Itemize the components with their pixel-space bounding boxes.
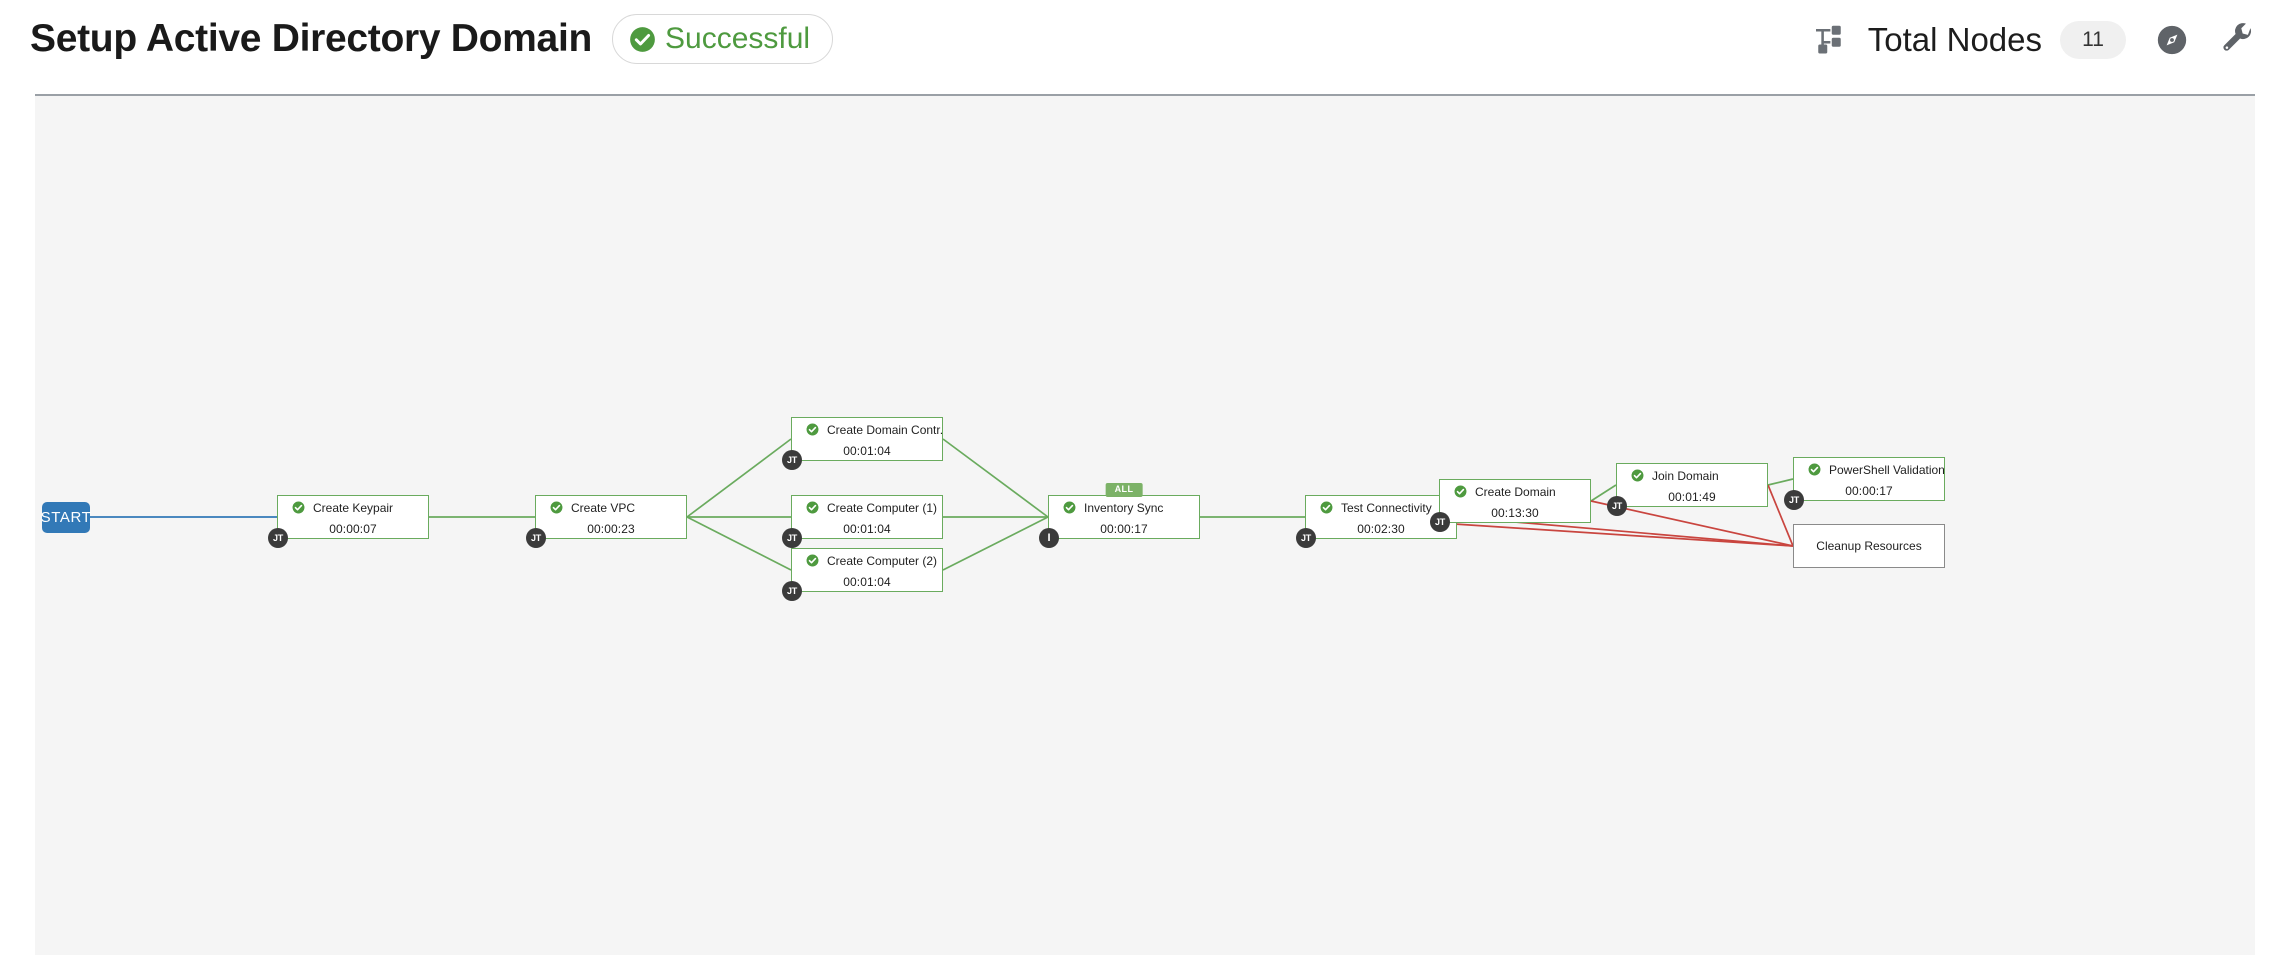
node-badge-create-keypair[interactable]: JT [268, 528, 288, 548]
node-tag-inventory-sync: ALL [1105, 483, 1143, 497]
node-elapsed-create-vpc: 00:00:23 [587, 521, 635, 536]
node-success-check-icon [1808, 463, 1821, 476]
wrench-icon [2223, 23, 2252, 51]
node-elapsed-join-domain: 00:01:49 [1668, 489, 1716, 504]
node-title-join-domain: Join Domain [1652, 468, 1719, 483]
node-elapsed-create-domain-controller: 00:01:04 [843, 443, 891, 458]
edge-create-computer-2-to-inventory-sync [942, 516, 1049, 571]
total-nodes-count: 11 [2060, 21, 2126, 59]
header-divider [35, 94, 2255, 96]
node-badge-powershell-validation[interactable]: JT [1784, 490, 1804, 510]
node-title-inventory-sync: Inventory Sync [1084, 500, 1164, 515]
node-title-row: Cleanup Resources [1794, 539, 1944, 553]
node-badge-create-computer-2[interactable]: JT [782, 581, 802, 601]
node-title-powershell-validation: PowerShell Validation [1829, 462, 1944, 477]
status-badge-label: Successful [665, 22, 811, 55]
status-badge: Successful [612, 14, 834, 64]
node-success-check-icon [806, 501, 819, 514]
node-success-check-icon [1631, 469, 1644, 482]
node-title-create-domain-controller: Create Domain Contr... [827, 422, 942, 437]
node-title-test-connectivity: Test Connectivity [1341, 500, 1432, 515]
node-title-row: PowerShell Validation [1794, 463, 1944, 477]
header-right-group: Total Nodes 11 [1810, 10, 2258, 70]
check-circle-icon [630, 26, 655, 52]
settings-wrench-button[interactable] [2218, 20, 2258, 60]
node-badge-test-connectivity[interactable]: JT [1296, 528, 1316, 548]
node-cleanup-resources[interactable]: Cleanup Resources [1793, 524, 1945, 568]
topology-icon [1815, 25, 1841, 54]
node-title-create-vpc: Create VPC [571, 500, 636, 515]
compass-button[interactable] [2152, 20, 2192, 60]
node-elapsed-create-domain: 00:13:30 [1491, 505, 1539, 520]
node-title-create-computer-2: Create Computer (2) [827, 553, 938, 568]
node-elapsed-test-connectivity: 00:02:30 [1357, 521, 1405, 536]
node-success-check-icon [292, 501, 305, 514]
node-badge-create-domain-controller[interactable]: JT [782, 450, 802, 470]
node-title-row: Test Connectivity [1306, 501, 1456, 515]
node-title-row: Inventory Sync [1049, 501, 1199, 515]
edge-create-vpc-to-create-computer-2 [686, 516, 792, 571]
edge-join-domain-to-cleanup-resources [1767, 484, 1794, 547]
node-success-check-icon [550, 501, 563, 514]
node-title-row: Create Computer (2) [792, 554, 942, 568]
total-nodes-label: Total Nodes [1867, 21, 2042, 58]
header-left-group: Setup Active Directory Domain Successful [30, 14, 834, 64]
node-elapsed-powershell-validation: 00:00:17 [1845, 483, 1893, 498]
node-title-row: Create Domain Contr... [792, 423, 942, 437]
node-create-domain[interactable]: Create Domain 00:13:30 JT [1430, 479, 1591, 532]
edge-create-domain-to-join-domain [1590, 484, 1617, 502]
node-title-create-domain: Create Domain [1475, 484, 1556, 499]
node-create-vpc[interactable]: Create VPC 00:00:23 JT [526, 495, 687, 548]
page-title: Setup Active Directory Domain [30, 17, 592, 60]
node-success-check-icon [806, 554, 819, 567]
node-title-create-computer-1: Create Computer (1) [827, 500, 938, 515]
node-inventory-sync[interactable]: ALL Inventory Sync 00:00:17 I [1039, 483, 1200, 548]
node-success-check-icon [1454, 485, 1467, 498]
node-title-create-keypair: Create Keypair [313, 500, 394, 515]
page-header: Setup Active Directory Domain Successful… [0, 0, 2290, 96]
start-node-label: START [40, 509, 92, 526]
node-title-row: Create Keypair [278, 501, 428, 515]
node-create-computer-2[interactable]: Create Computer (2) 00:01:04 JT [782, 548, 943, 601]
node-badge-inventory-sync[interactable]: I [1039, 528, 1059, 548]
edge-create-vpc-to-create-domain-controller [686, 438, 792, 518]
node-success-check-icon [806, 423, 819, 436]
start-node[interactable]: START [40, 502, 92, 533]
compass-icon [2157, 25, 2187, 55]
node-elapsed-create-computer-1: 00:01:04 [843, 521, 891, 536]
edge-join-domain-to-powershell-validation [1767, 478, 1794, 486]
node-title-row: Join Domain [1617, 469, 1767, 483]
node-success-check-icon [1320, 501, 1333, 514]
node-title-row: Create Domain [1440, 485, 1590, 499]
node-elapsed-inventory-sync: 00:00:17 [1100, 521, 1148, 536]
node-title-row: Create VPC [536, 501, 686, 515]
node-badge-create-domain[interactable]: JT [1430, 512, 1450, 532]
node-badge-create-vpc[interactable]: JT [526, 528, 546, 548]
node-title-cleanup-resources: Cleanup Resources [1816, 539, 1922, 553]
edge-create-domain-to-cleanup-resources [1438, 522, 1794, 547]
edge-create-domain-controller-to-inventory-sync [942, 438, 1049, 518]
node-badge-join-domain[interactable]: JT [1607, 496, 1627, 516]
node-create-domain-controller[interactable]: Create Domain Contr... 00:01:04 JT [782, 417, 943, 470]
node-elapsed-create-keypair: 00:00:07 [329, 521, 377, 536]
node-join-domain[interactable]: Join Domain 00:01:49 JT [1607, 463, 1768, 516]
node-powershell-validation[interactable]: PowerShell Validation 00:00:17 JT [1784, 457, 1945, 510]
node-create-keypair[interactable]: Create Keypair 00:00:07 JT [268, 495, 429, 548]
node-success-check-icon [1063, 501, 1076, 514]
node-title-row: Create Computer (1) [792, 501, 942, 515]
node-create-computer-1[interactable]: Create Computer (1) 00:01:04 JT [782, 495, 943, 548]
node-test-connectivity[interactable]: Test Connectivity 00:02:30 JT [1296, 495, 1457, 548]
node-elapsed-create-computer-2: 00:01:04 [843, 574, 891, 589]
node-badge-create-computer-1[interactable]: JT [782, 528, 802, 548]
